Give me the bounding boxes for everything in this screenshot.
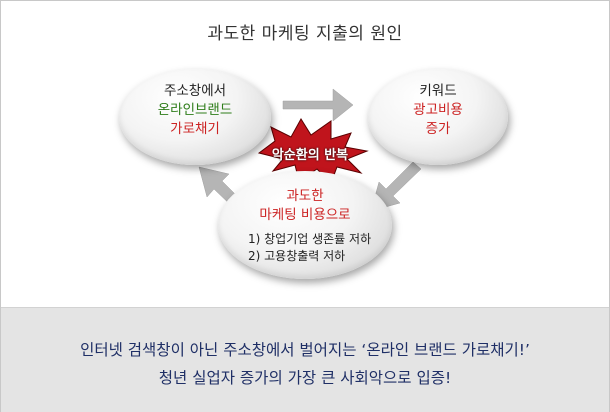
vicious-cycle-label: 악순환의 반복 <box>271 148 349 163</box>
node-right-line1: 키워드 <box>419 83 457 99</box>
node-left-line3: 가로채기 <box>170 121 220 137</box>
node-right-line2: 광고비용 <box>413 102 463 118</box>
node-bottom-item1: 1) 창업기업 생존률 저하 <box>248 232 372 246</box>
footer-line1: 인터넷 검색창이 아닌 주소창에서 벌어지는 ‘온라인 브랜드 가로채기!’ <box>80 341 530 359</box>
diagram-title: 과도한 마케팅 지출의 원인 <box>207 24 403 44</box>
node-left-line1: 주소창에서 <box>163 83 227 99</box>
node-bottom-line2: 마케팅 비용으로 <box>259 207 351 223</box>
footer-line2: 청년 실업자 증가의 가장 큰 사회악으로 입증! <box>158 369 452 387</box>
arrow-right <box>282 88 354 122</box>
footer-banner: 인터넷 검색창이 아닌 주소창에서 벌어지는 ‘온라인 브랜드 가로채기!’ 청… <box>1 307 609 412</box>
node-left-line2: 온라인브랜드 <box>157 102 233 118</box>
node-right-line3: 증가 <box>425 121 451 137</box>
node-keyword-ad-cost: 키워드 광고비용 증가 <box>368 69 508 165</box>
node-excessive-marketing: 과도한 마케팅 비용으로 1) 창업기업 생존률 저하 2) 고용창출력 저하 <box>218 171 392 279</box>
node-address-bar-hijacking: 주소창에서 온라인브랜드 가로채기 <box>119 69 271 165</box>
node-bottom-line1: 과도한 <box>286 188 324 204</box>
node-bottom-item2: 2) 고용창출력 저하 <box>248 249 346 263</box>
burst-shape <box>257 118 369 184</box>
